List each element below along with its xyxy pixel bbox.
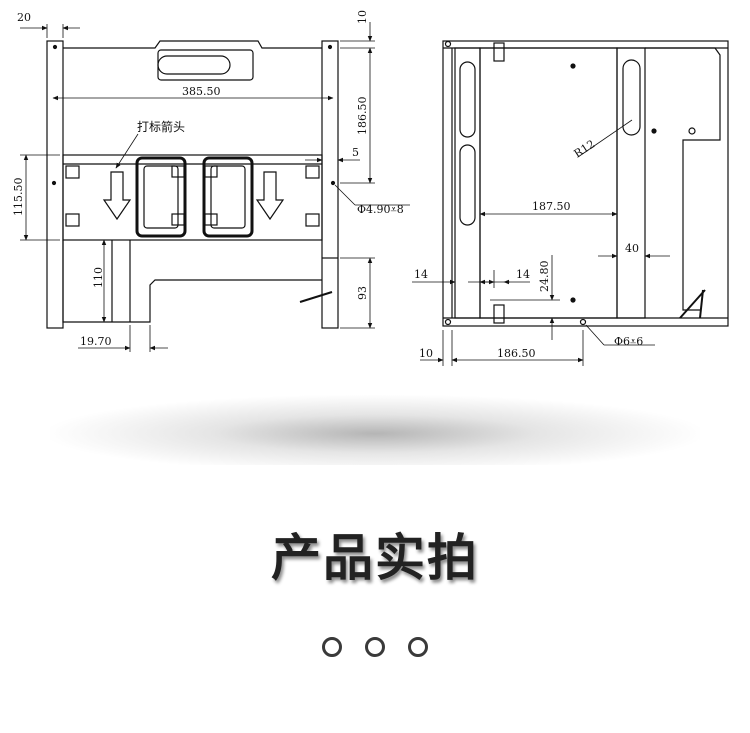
dim-hole-6: Φ6⩡6	[614, 335, 643, 348]
slot-right	[622, 59, 641, 136]
lower-body	[62, 240, 322, 323]
front-band	[62, 154, 323, 241]
dim-5: 5	[352, 146, 359, 159]
top-plate	[63, 40, 322, 49]
side-dimension-labels: R12 187.50 40 14 14 24.80 Φ6⩡6 10 186.50	[414, 137, 643, 360]
side-frame	[442, 40, 729, 327]
section-title: 产品实拍	[271, 529, 479, 587]
dim-20: 20	[17, 11, 31, 24]
dim-40: 40	[625, 242, 639, 255]
slot-left-upper	[459, 61, 476, 138]
dim-24-80: 24.80	[538, 261, 551, 293]
dim-10: 10	[356, 10, 369, 24]
right-bracket	[202, 156, 254, 238]
handle-cutout	[157, 49, 254, 81]
dim-19-70: 19.70	[80, 335, 112, 348]
dim-10-bottom: 10	[419, 347, 433, 360]
side-view	[442, 40, 729, 327]
dim-14-mid: 14	[516, 268, 530, 281]
dim-115-50: 115.50	[12, 178, 25, 217]
dim-187-50: 187.50	[532, 200, 571, 213]
arrow-mark-note: 打标箭头	[137, 119, 185, 134]
dim-14-left: 14	[414, 268, 428, 281]
side-dimensions	[412, 119, 670, 366]
down-arrow-right	[255, 171, 285, 221]
front-dimension-labels: 20 385.50 115.50 110 19.70 10 186.50 5 Φ…	[12, 10, 404, 348]
divider-shadow	[50, 395, 700, 465]
dim-110: 110	[92, 267, 105, 288]
down-arrow-left	[102, 171, 132, 221]
dim-385-50: 385.50	[182, 85, 221, 98]
pager-dot	[321, 637, 342, 657]
front-dimensions	[20, 22, 410, 352]
pager-dot	[365, 637, 385, 657]
dim-r12: R12	[572, 137, 598, 160]
dim-93: 93	[356, 286, 369, 300]
dim-186-50-right: 186.50	[356, 97, 369, 136]
left-bracket	[135, 156, 187, 238]
handle-slot	[157, 55, 231, 75]
right-post	[321, 40, 339, 329]
dim-hole-4-90: Φ4.90⩡8	[357, 203, 404, 216]
dim-186-50-bottom: 186.50	[497, 347, 536, 360]
pager-dots	[0, 637, 750, 661]
technical-drawing: 20 385.50 115.50 110 19.70 10 186.50 5 Φ…	[12, 10, 729, 366]
slot-left-lower	[459, 144, 476, 226]
front-view	[46, 40, 339, 329]
pager-dot	[408, 637, 429, 657]
